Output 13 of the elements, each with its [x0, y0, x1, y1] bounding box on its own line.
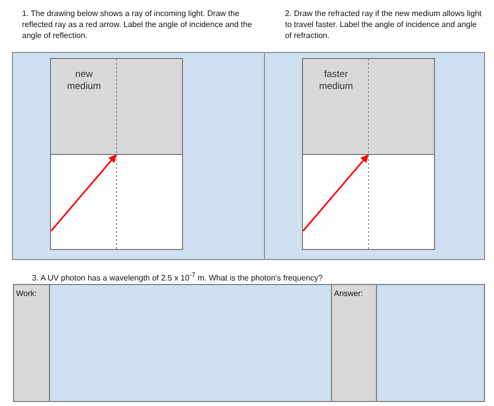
- question-text: 1. The drawing below shows a ray of incoming light. Draw the reflected ray as a red arrow. Label the angle of incidence and the angle of reflection.: [22, 8, 253, 41]
- question-text: 3. A UV photon has a wavelength of 2.5 x 10$^{-7}$ m. What is the photon's frequency?: [32, 271, 324, 284]
- table-header-text: Work:: [16, 288, 37, 299]
- medium-region: [302, 154, 435, 250]
- medium-label: faster medium: [318, 69, 354, 93]
- medium-region: [302, 58, 435, 155]
- medium-region: [50, 58, 183, 155]
- light-ray-arrow: [50, 154, 117, 232]
- medium-label: new medium: [66, 69, 102, 93]
- question-text: 2. Draw the refracted ray if the new medium allows light to travel faster. Label the angle of incidence and angle of refraction.: [285, 8, 483, 41]
- table-header-text: Answer:: [334, 288, 363, 299]
- light-ray-arrow: [302, 154, 369, 232]
- medium-region: [50, 154, 183, 250]
